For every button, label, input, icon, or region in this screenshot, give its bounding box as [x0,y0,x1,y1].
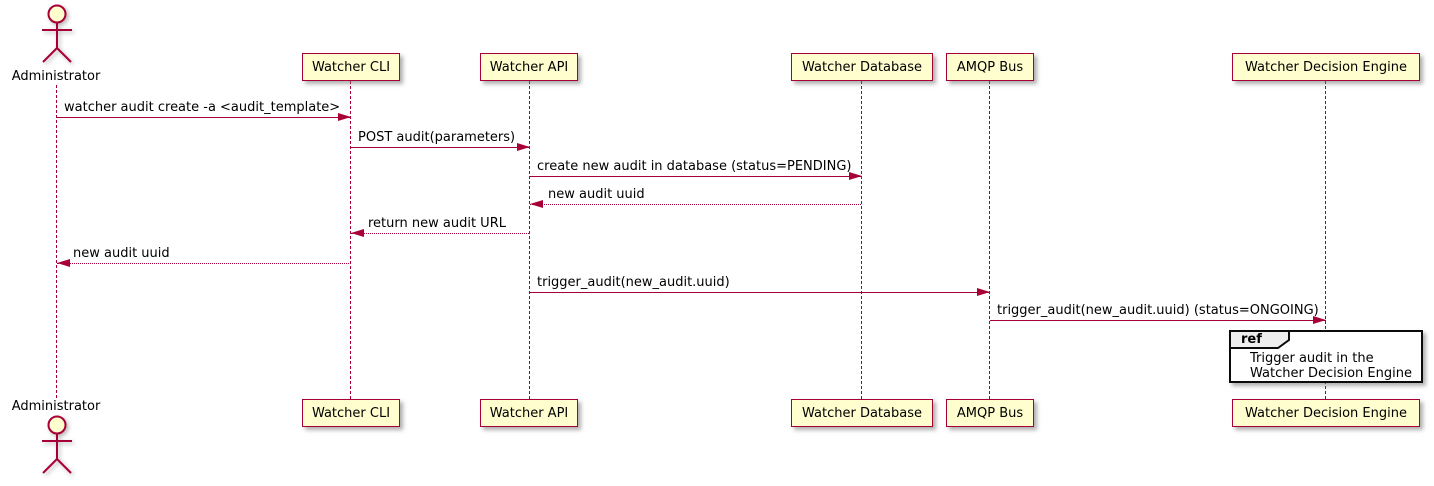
participant-watcher-decision-engine-top: Watcher Decision Engine [1232,53,1420,81]
lifeline-amqp-bus [989,81,990,399]
actor-icon [42,4,72,63]
arrowhead-left-icon [530,200,543,208]
arrowhead-left-icon [57,259,70,267]
participant-watcher-cli-bottom: Watcher CLI [302,399,400,427]
participant-watcher-decision-engine-bottom: Watcher Decision Engine [1232,399,1420,427]
message-label: new audit uuid [548,187,645,202]
lifeline-watcher-database [861,81,862,399]
message-label: create new audit in database (status=PEN… [537,159,852,174]
lifeline-administrator [56,85,57,398]
arrowhead-right-icon [849,172,862,180]
message-line [530,204,861,205]
arrowhead-right-icon [1313,316,1326,324]
message-label: POST audit(parameters) [358,130,516,145]
message-line [57,117,351,118]
participant-amqp-bus-bottom: AMQP Bus [946,399,1034,427]
message-label: return new audit URL [368,216,506,231]
participant-watcher-cli-top: Watcher CLI [302,53,400,81]
message-line [351,233,529,234]
message-label: trigger_audit(new_audit.uuid) [537,275,730,290]
lifeline-watcher-api [529,81,530,399]
message-label: trigger_audit(new_audit.uuid) (status=ON… [997,303,1319,318]
ref-tag: ref [1241,332,1262,347]
arrowhead-right-icon [338,113,351,121]
arrowhead-right-icon [517,143,530,151]
message-line [530,292,990,293]
message-label: watcher audit create -a <audit_template> [64,100,341,115]
actor-label-bottom: Administrator [11,399,101,414]
participant-watcher-database-top: Watcher Database [791,53,933,81]
lifeline-watcher-decision-engine [1325,81,1326,399]
participant-watcher-api-bottom: Watcher API [480,399,578,427]
arrowhead-right-icon [977,288,990,296]
message-label: new audit uuid [73,246,170,261]
message-line [351,147,529,148]
ref-tab-shape [1229,330,1290,349]
message-line [57,263,351,264]
ref-text-line1: Trigger audit in the [1250,351,1374,366]
message-line [990,320,1326,321]
actor-label-top: Administrator [11,69,101,84]
actor-icon [42,415,72,474]
participant-watcher-database-bottom: Watcher Database [791,399,933,427]
ref-text-line2: Watcher Decision Engine [1250,366,1412,381]
lifeline-watcher-cli [350,81,351,399]
ref-text: Trigger audit in the Watcher Decision En… [1250,351,1412,381]
arrowhead-left-icon [351,229,364,237]
participant-watcher-api-top: Watcher API [480,53,578,81]
participant-amqp-bus-top: AMQP Bus [946,53,1034,81]
message-line [530,176,861,177]
ref-fragment: ref Trigger audit in the Watcher Decisio… [1229,330,1423,383]
